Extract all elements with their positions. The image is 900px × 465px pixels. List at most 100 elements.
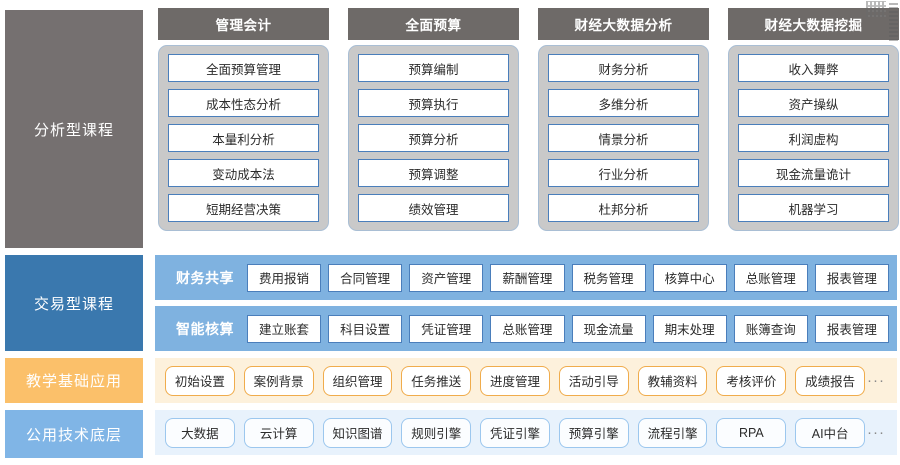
row-label-teaching-text: 教学基础应用 (25, 373, 122, 390)
course-cell-text: 现金流量诡计 (775, 167, 851, 182)
course-cell[interactable]: 绩效管理 (358, 194, 509, 222)
teaching-pill[interactable]: 进度管理 (480, 365, 550, 396)
analysis-column-bigdata-mining: 财经大数据挖掘 收入舞弊 资产操纵 利润虚构 现金流量诡计 机器学习 (728, 8, 899, 231)
teaching-pill[interactable]: 任务推送 (401, 365, 472, 396)
band-pill[interactable]: 账簿查询 (733, 314, 808, 343)
course-cell[interactable]: 全面预算管理 (168, 54, 319, 82)
technology-pill-text: 预算引擎 (568, 427, 619, 441)
column-card: 收入舞弊 资产操纵 利润虚构 现金流量诡计 机器学习 (728, 45, 899, 231)
technology-pill[interactable]: 凭证引擎 (480, 417, 550, 448)
row-label-teaching: 教学基础应用 (5, 358, 143, 403)
band-pill[interactable]: 凭证管理 (409, 314, 484, 343)
teaching-pill-text: 考核评价 (726, 375, 777, 389)
course-cell[interactable]: 行业分析 (548, 159, 699, 187)
course-cell[interactable]: 财务分析 (548, 54, 699, 82)
band-title: 财务共享 (176, 269, 234, 286)
technology-pill[interactable]: 预算引擎 (558, 417, 629, 448)
course-cell[interactable]: 预算调整 (358, 159, 509, 187)
band-pill[interactable]: 资产管理 (409, 263, 484, 292)
course-cell[interactable]: 杜邦分析 (548, 194, 699, 222)
course-cell-text: 成本性态分析 (205, 97, 281, 112)
band-pill[interactable]: 现金流量 (571, 314, 646, 343)
column-header[interactable]: 财经大数据分析 (538, 8, 709, 40)
band-pill[interactable]: 总账管理 (733, 263, 808, 292)
teaching-pill[interactable]: 考核评价 (716, 365, 787, 396)
column-header[interactable]: 全面预算 (348, 8, 519, 40)
band-pill-text: 费用报销 (259, 272, 310, 286)
technology-pill-text: 云计算 (259, 427, 298, 441)
teaching-pill-text: 教辅资料 (647, 375, 698, 389)
band-pill[interactable]: 核算中心 (652, 263, 727, 292)
band-pill[interactable]: 报表管理 (814, 263, 889, 292)
analysis-column-bigdata-analysis: 财经大数据分析 财务分析 多维分析 情景分析 行业分析 杜邦分析 (538, 8, 709, 231)
band-pill[interactable]: 期末处理 (652, 314, 727, 343)
course-cell[interactable]: 变动成本法 (168, 159, 319, 187)
course-cell-text: 本量利分析 (212, 132, 275, 147)
teaching-pill[interactable]: 活动引导 (558, 365, 629, 396)
band-pill[interactable]: 建立账套 (247, 314, 322, 343)
band-pill[interactable]: 总账管理 (490, 314, 565, 343)
technology-pill[interactable]: AI中台 (795, 417, 866, 448)
band-pill[interactable]: 税务管理 (571, 263, 646, 292)
technology-pill[interactable]: 大数据 (165, 417, 235, 448)
course-cell[interactable]: 预算执行 (358, 89, 509, 117)
teaching-pill[interactable]: 案例背景 (243, 365, 314, 396)
teaching-pill[interactable]: 初始设置 (165, 365, 235, 396)
column-header-text: 财经大数据分析 (574, 18, 673, 33)
course-cell[interactable]: 现金流量诡计 (738, 159, 889, 187)
band-pill[interactable]: 科目设置 (328, 314, 403, 343)
column-card: 全面预算管理 成本性态分析 本量利分析 变动成本法 短期经营决策 (158, 45, 329, 231)
teaching-pill[interactable]: 教辅资料 (637, 365, 708, 396)
course-cell[interactable]: 利润虚构 (738, 124, 889, 152)
band-items: 建立账套 科目设置 凭证管理 总账管理 现金流量 期末处理 账簿查询 报表管理 (247, 314, 889, 343)
course-cell[interactable]: 本量利分析 (168, 124, 319, 152)
teaching-more-icon[interactable]: ··· (867, 372, 885, 389)
column-header-text: 财经大数据挖掘 (764, 18, 863, 33)
band-pill[interactable]: 薪酬管理 (490, 263, 565, 292)
analysis-column-comprehensive-budget: 全面预算 预算编制 预算执行 预算分析 预算调整 绩效管理 (348, 8, 519, 231)
row-label-transaction-text: 交易型课程 (33, 295, 114, 313)
technology-pill[interactable]: 云计算 (243, 417, 314, 448)
technology-pill-text: 规则引擎 (411, 427, 462, 441)
course-cell[interactable]: 预算分析 (358, 124, 509, 152)
column-header[interactable]: 财经大数据挖掘 (728, 8, 899, 40)
band-pill[interactable]: 合同管理 (328, 263, 403, 292)
course-cell[interactable]: 机器学习 (738, 194, 889, 222)
technology-more-icon[interactable]: ··· (867, 424, 885, 441)
band-pill-text: 总账管理 (745, 272, 796, 286)
column-header-text: 管理会计 (215, 18, 272, 33)
technology-pill[interactable]: 知识图谱 (322, 417, 393, 448)
band-pill-text: 合同管理 (340, 272, 391, 286)
technology-pill[interactable]: 规则引擎 (401, 417, 472, 448)
course-cell-text: 变动成本法 (212, 167, 275, 182)
row-label-analysis-text: 分析型课程 (33, 121, 114, 139)
technology-pill[interactable]: RPA (716, 417, 787, 448)
course-cell[interactable]: 短期经营决策 (168, 194, 319, 222)
course-cell-text: 财务分析 (598, 62, 649, 77)
teaching-pill-text: 组织管理 (332, 375, 383, 389)
course-cell[interactable]: 预算编制 (358, 54, 509, 82)
column-card: 财务分析 多维分析 情景分析 行业分析 杜邦分析 (538, 45, 709, 231)
band-pill-text: 账簿查询 (745, 323, 796, 337)
course-cell-text: 预算执行 (408, 97, 459, 112)
teaching-pill-text: 任务推送 (411, 375, 462, 389)
course-cell-text: 预算分析 (408, 132, 459, 147)
course-cell[interactable]: 收入舞弊 (738, 54, 889, 82)
course-cell-text: 绩效管理 (408, 202, 459, 217)
technology-pill-text: 知识图谱 (332, 427, 383, 441)
column-header-text: 全面预算 (405, 18, 462, 33)
course-cell[interactable]: 多维分析 (548, 89, 699, 117)
band-pill[interactable]: 费用报销 (247, 263, 322, 292)
course-cell-text: 全面预算管理 (205, 62, 281, 77)
column-header[interactable]: 管理会计 (158, 8, 329, 40)
band-pill[interactable]: 报表管理 (814, 314, 889, 343)
teaching-pill[interactable]: 成绩报告 (795, 365, 866, 396)
course-cell[interactable]: 情景分析 (548, 124, 699, 152)
technology-pill-text: 凭证引擎 (490, 427, 541, 441)
row-label-technology: 公用技术底层 (5, 410, 143, 458)
course-cell[interactable]: 资产操纵 (738, 89, 889, 117)
course-cell[interactable]: 成本性态分析 (168, 89, 319, 117)
teaching-pill[interactable]: 组织管理 (322, 365, 393, 396)
technology-pill[interactable]: 流程引擎 (637, 417, 708, 448)
